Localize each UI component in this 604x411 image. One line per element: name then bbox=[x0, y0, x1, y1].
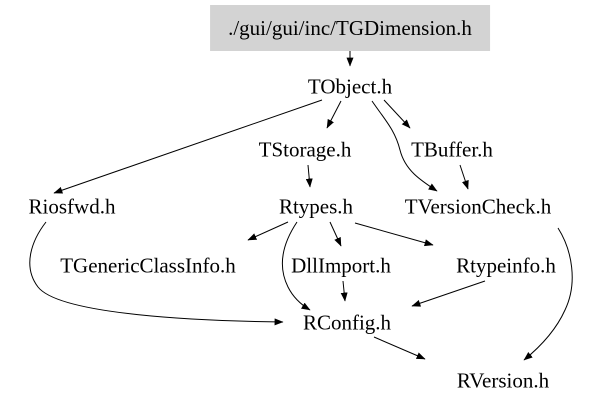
edge-paths bbox=[29, 50, 573, 361]
node-riosfwd[interactable]: Riosfwd.h bbox=[28, 194, 116, 219]
edge-rtypes-to-tgenericclassinfo bbox=[247, 221, 289, 241]
edge-tobject-to-riosfwd bbox=[53, 99, 323, 194]
edge-rtypes-to-rconfig bbox=[281, 221, 311, 311]
edge-rtypes-to-rtypeinfo bbox=[354, 222, 434, 247]
edge-rtypeinfo-to-rconfig bbox=[411, 280, 486, 307]
node-tgdimension[interactable]: ./gui/gui/inc/TGDimension.h bbox=[210, 5, 490, 51]
edge-tobject-to-tversioncheck bbox=[371, 100, 438, 192]
node-tgenericclassinfo[interactable]: TGenericClassInfo.h bbox=[60, 253, 236, 278]
node-dllimport[interactable]: DllImport.h bbox=[291, 253, 391, 278]
edge-tobject-to-tstorage bbox=[326, 100, 342, 129]
edge-rtypeinfo-to-rversion bbox=[523, 227, 573, 361]
node-tstorage[interactable]: TStorage.h bbox=[258, 137, 352, 162]
node-rtypes[interactable]: Rtypes.h bbox=[278, 194, 354, 219]
edge-rtypes-to-dllimport bbox=[329, 221, 342, 247]
node-tversioncheck[interactable]: TVersionCheck.h bbox=[404, 194, 552, 219]
edge-tobject-to-tbuffer bbox=[383, 99, 411, 129]
node-tobject[interactable]: TObject.h bbox=[307, 74, 393, 99]
edge-rconfig-to-rversion bbox=[373, 336, 426, 360]
edge-dllimport-to-rconfig bbox=[340, 280, 348, 302]
edge-tstorage-to-rtypes bbox=[305, 164, 313, 188]
edge-riosfwd-to-rconfig bbox=[29, 221, 284, 326]
node-rtypeinfo[interactable]: Rtypeinfo.h bbox=[456, 253, 556, 278]
node-rversion[interactable]: RVersion.h bbox=[456, 368, 550, 393]
node-tbuffer[interactable]: TBuffer.h bbox=[411, 137, 493, 162]
node-rconfig[interactable]: RConfig.h bbox=[302, 310, 392, 335]
edge-tbuffer-to-tversioncheck bbox=[459, 164, 469, 190]
